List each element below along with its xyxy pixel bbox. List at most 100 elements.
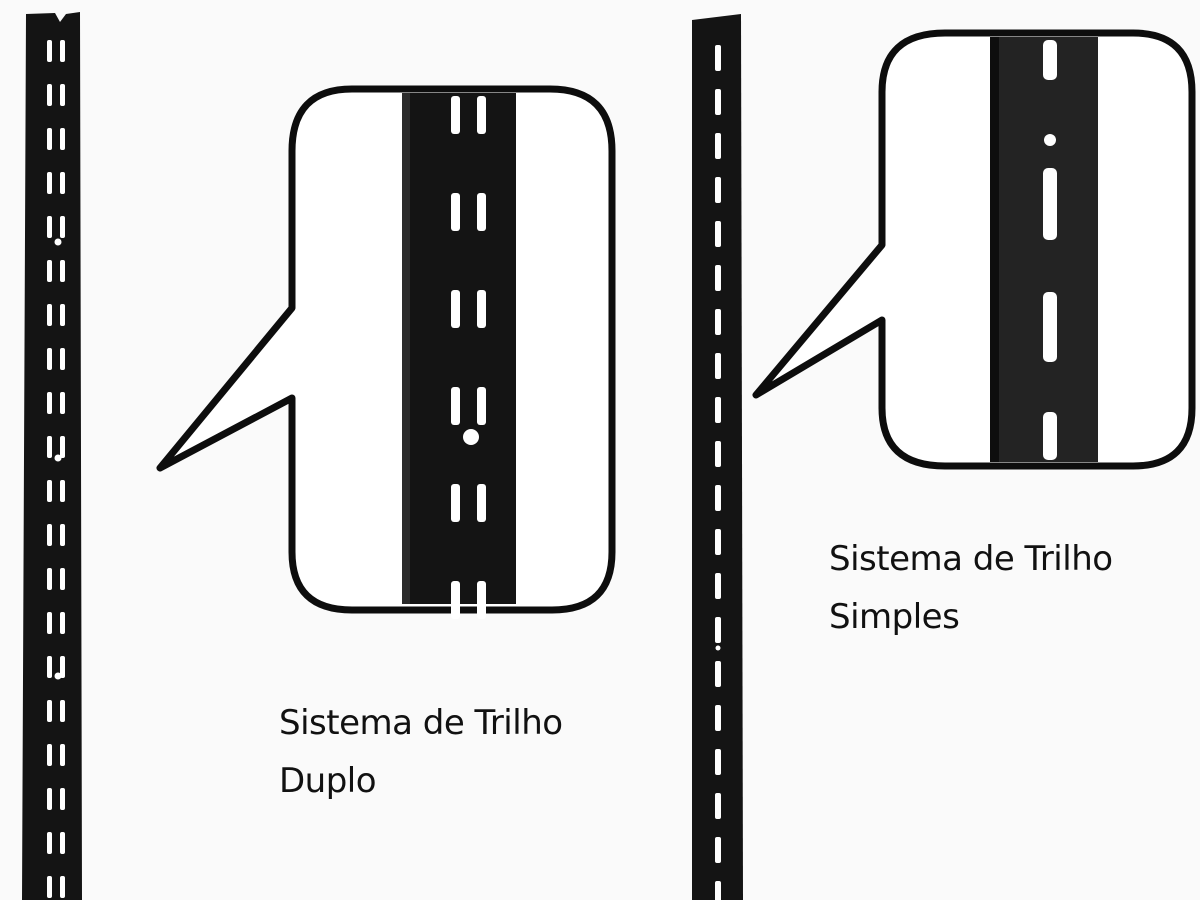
rail-slot [60,392,65,414]
rail-hole [54,238,62,246]
rail-hole [715,197,721,203]
zoom-slot [477,387,486,425]
rail-slot [60,524,65,546]
rail-slot [47,524,52,546]
single-rail-slots [715,45,721,900]
rail-hole [54,672,62,680]
rail-slot [715,529,721,555]
zoom-slot [1043,292,1057,362]
rail-slot [60,172,65,194]
zoom-slot [477,290,486,328]
rail-hole [54,454,62,462]
rail-slot [60,216,65,238]
rail-slot [60,876,65,898]
rail-slot [47,260,52,282]
zoom-slot [477,193,486,231]
rail-slot [60,84,65,106]
rail-slot [60,612,65,634]
zoom-slot [451,96,460,134]
double-slot-rail-icon [22,12,82,900]
rail-slot [60,744,65,766]
rail-slot [60,304,65,326]
zoom-callout-bubble-icon [752,29,1196,470]
rail-slot [47,392,52,414]
rail-slot [715,309,721,335]
rail-slot [715,89,721,115]
rail-slot [715,485,721,511]
rail-slot [60,260,65,282]
rail-slot [715,705,721,731]
rail-slot [715,221,721,247]
rail-slot [47,568,52,590]
rail-slot [715,441,721,467]
rail-slot [47,304,52,326]
zoom-slot [451,484,460,522]
double-rail-zoom-hole [463,429,479,445]
single-rail-caption-line2: Simples [829,597,960,637]
zoom-hole [1044,134,1056,146]
rail-slot [60,656,65,678]
zoom-callout-bubble-icon [156,85,616,614]
rail-hole [715,847,721,853]
rail-slot [60,128,65,150]
double-rail-zoom-slots [451,96,486,619]
double-rail-zoom-strip-edge [402,93,410,604]
rail-slot [47,744,52,766]
double-rail-caption: Sistema de Trilho Duplo [279,694,563,810]
zoom-slot [477,96,486,134]
zoom-slot [451,387,460,425]
double-rail-caption-line2: Duplo [279,761,377,801]
rail-slot [715,881,721,900]
double-rail-zoom-strip [402,93,516,604]
rail-slot [47,832,52,854]
rail-slot [715,265,721,291]
single-rail-zoom-strip [990,37,1098,462]
rail-slot [47,480,52,502]
double-rail-zoom-callout [156,85,616,619]
rail-slot [47,788,52,810]
single-slot-rail-icon [692,14,743,900]
single-rail-zoom-slots [1043,40,1057,460]
rail-slot [715,661,721,687]
rail-slot [47,436,52,458]
zoom-slot [477,581,486,619]
rail-slot [60,348,65,370]
rail-slot [47,40,52,62]
rail-slot [715,177,721,203]
single-rail-zoom-callout [752,29,1196,470]
rail-slot [47,128,52,150]
rail-slot [47,84,52,106]
zoom-slot [451,581,460,619]
rail-slot [715,617,721,643]
zoom-slot [1043,412,1057,460]
rail-slot [715,353,721,379]
zoom-slot [451,193,460,231]
single-rail-caption: Sistema de Trilho Simples [829,530,1113,646]
rail-slot [47,700,52,722]
rail-slot [47,656,52,678]
rail-slot [715,749,721,775]
zoom-slot [1043,40,1057,80]
double-rail-slots [47,40,65,898]
zoom-slot [477,484,486,522]
rail-hole [715,409,721,415]
double-rail-caption-line1: Sistema de Trilho [279,703,563,743]
rail-slot [60,568,65,590]
rail-slot [47,612,52,634]
rail-slot [60,788,65,810]
rail-slot [60,700,65,722]
rail-hole [715,645,721,651]
rail-slot [715,573,721,599]
rail-slot [47,876,52,898]
zoom-slot [451,290,460,328]
rail-slot [47,348,52,370]
rail-slot [715,133,721,159]
rail-slot [60,436,65,458]
single-rail-caption-line1: Sistema de Trilho [829,539,1113,579]
zoom-slot [1043,168,1057,240]
rail-slot [715,45,721,71]
rail-slot [47,216,52,238]
rail-slot [60,480,65,502]
rail-slot [60,832,65,854]
